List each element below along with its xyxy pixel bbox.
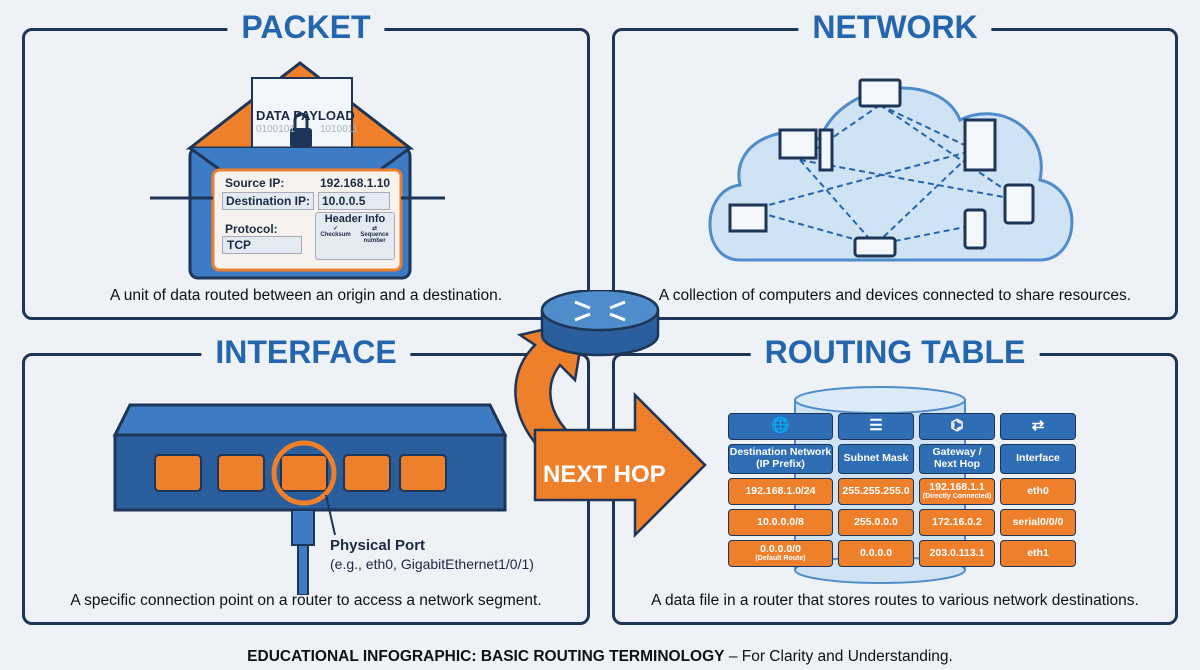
port-example: (e.g., eth0, GigabitEthernet1/0/1) — [330, 556, 534, 572]
interface-title: INTERFACE — [201, 334, 411, 371]
table-cell: 0.0.0.0/0(Default Route) — [728, 540, 833, 567]
checksum-label: Checksum — [320, 232, 351, 238]
router-icon — [540, 290, 660, 357]
column-header: Subnet Mask — [838, 444, 914, 474]
routing-table: 🌐 ☰ ⌬ ⇄ Destination Network (IP Prefix) … — [728, 413, 1076, 567]
payload-label: DATA PAYLOAD — [256, 108, 355, 123]
packet-title: PACKET — [227, 9, 385, 46]
cell-text: 192.168.1.1 — [929, 480, 985, 493]
cell-note: (Directly Connected) — [922, 493, 992, 501]
protocol-label: Protocol: — [225, 222, 278, 236]
network-panel: NETWORK A collection of computers and de… — [612, 9, 1178, 320]
table-cell: 255.0.0.0 — [838, 509, 914, 536]
protocol-value: TCP — [222, 236, 302, 254]
footer: EDUCATIONAL INFOGRAPHIC: BASIC ROUTING T… — [0, 648, 1200, 666]
table-cell: 192.168.1.0/24 — [728, 478, 833, 505]
routing-table-title: ROUTING TABLE — [750, 334, 1040, 371]
header-info-box: Header Info ✓Checksum ⇄Sequence number — [315, 212, 395, 260]
table-cell: 203.0.113.1 — [919, 540, 995, 567]
table-cell: eth0 — [1000, 478, 1076, 505]
source-ip-label: Source IP: — [225, 176, 285, 190]
table-cell: 255.255.255.0 — [838, 478, 914, 505]
next-hop-arrows — [514, 290, 707, 539]
table-cell: serial0/0/0 — [1000, 509, 1076, 536]
table-cell: eth1 — [1000, 540, 1076, 567]
swap-arrows-icon: ⇄ — [1000, 413, 1076, 440]
globe-icon: 🌐 — [728, 413, 833, 440]
table-cell: 0.0.0.0 — [838, 540, 914, 567]
cell-text: 192.168.1.0/24 — [745, 484, 816, 497]
cell-note: (Default Route) — [755, 555, 806, 563]
cell-text: 0.0.0.0/0 — [760, 542, 801, 555]
network-cloud-illustration — [708, 78, 1074, 262]
hierarchy-icon: ⌬ — [919, 413, 995, 440]
column-header: Destination Network (IP Prefix) — [728, 444, 833, 474]
server-icon: ☰ — [838, 413, 914, 440]
dest-ip-label: Destination IP: — [222, 192, 315, 210]
checksum-icon: ✓Checksum — [320, 226, 351, 238]
table-cell: 10.0.0.0/8 — [728, 509, 833, 536]
physical-port-label: Physical Port — [330, 537, 426, 554]
interface-caption: A specific connection point on a router … — [70, 592, 542, 609]
table-cell: 172.16.0.2 — [919, 509, 995, 536]
router-ports-illustration — [112, 403, 508, 595]
column-header: Interface — [1000, 444, 1076, 474]
binary-text: 0100101 — [256, 124, 295, 135]
packet-caption: A unit of data routed between an origin … — [109, 287, 503, 304]
sequence-icon: ⇄Sequence number — [360, 226, 389, 244]
binary-text: 1010011 — [320, 124, 359, 135]
routing-table-caption: A data file in a router that stores rout… — [651, 592, 1139, 609]
footer-title: EDUCATIONAL INFOGRAPHIC: BASIC ROUTING T… — [247, 648, 725, 665]
network-caption: A collection of computers and devices co… — [658, 287, 1132, 304]
column-header: Gateway / Next Hop — [919, 444, 995, 474]
footer-subtitle: – For Clarity and Understanding. — [724, 648, 953, 665]
source-ip-value: 192.168.1.10 — [320, 176, 391, 190]
routing-table-panel: ROUTING TABLE A data file in a router th… — [612, 334, 1178, 625]
network-title: NETWORK — [798, 9, 992, 46]
next-hop-label: NEXT HOP — [543, 461, 666, 488]
interface-panel: INTERFACE A specific connection point on… — [22, 334, 590, 625]
sequence-label: Sequence number — [360, 232, 389, 244]
dest-ip-value: 10.0.0.5 — [318, 192, 390, 210]
table-cell: 192.168.1.1(Directly Connected) — [919, 478, 995, 505]
header-info-label: Header Info — [324, 213, 386, 225]
packet-panel: PACKET A unit of data routed between an … — [22, 9, 590, 320]
